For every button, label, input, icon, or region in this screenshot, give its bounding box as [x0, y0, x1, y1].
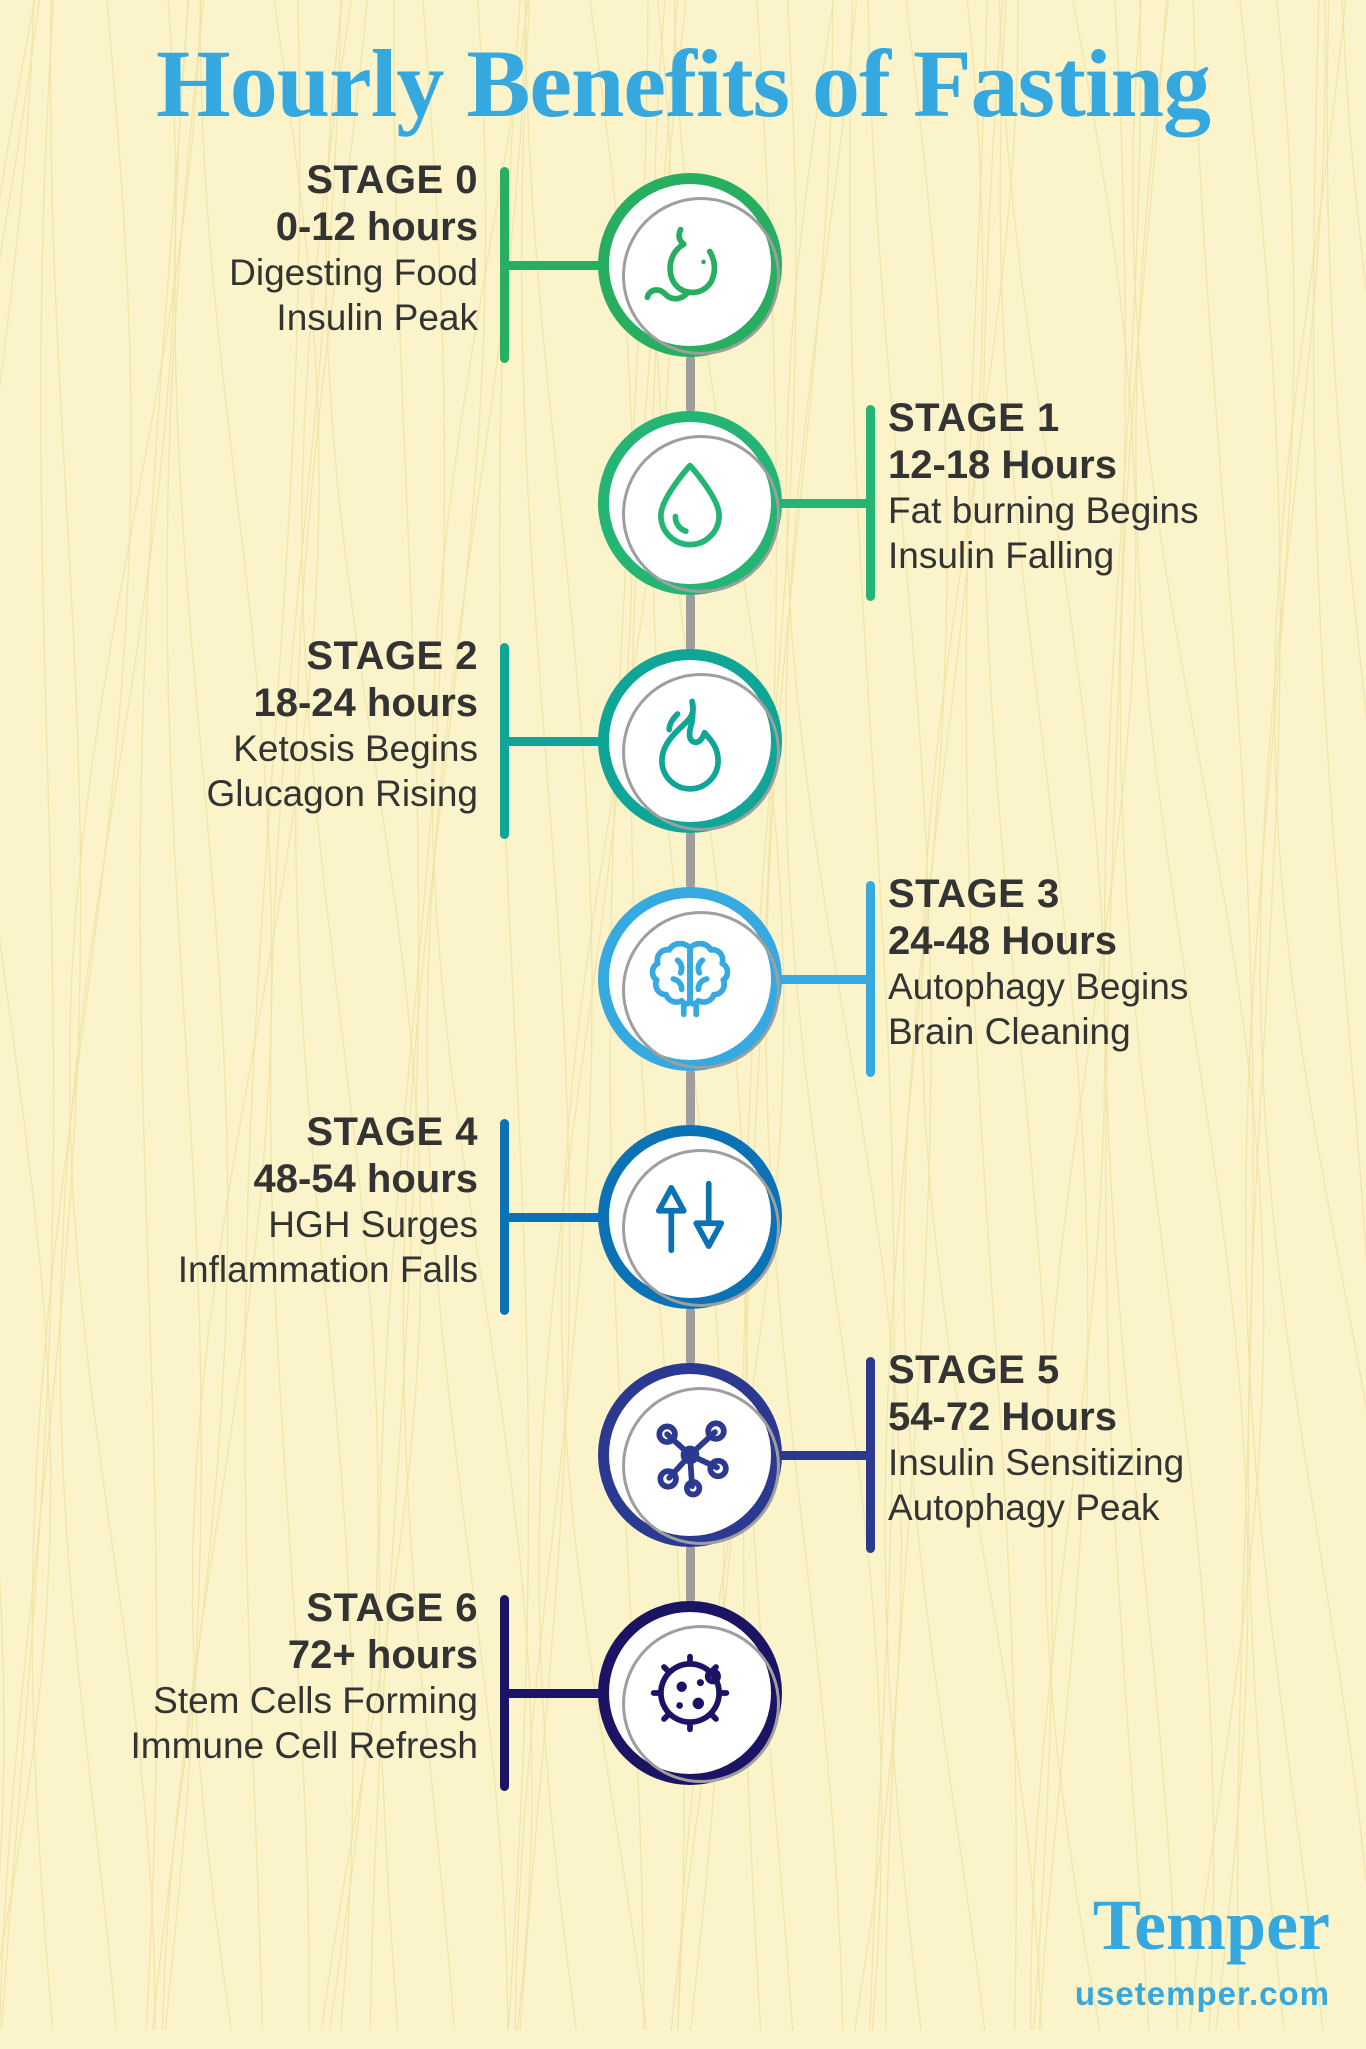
stage-label: STAGE 3 — [888, 872, 1060, 916]
stomach-icon — [644, 226, 718, 302]
flame-icon — [659, 698, 721, 792]
stage-icon-circle — [598, 411, 782, 595]
spine-segment — [686, 1069, 695, 1127]
spine-segment — [686, 1545, 695, 1603]
molecule-icon — [656, 1420, 729, 1498]
stage-detail-1: Autophagy Begins — [888, 966, 1189, 1008]
stage-detail-2: Insulin Peak — [276, 296, 478, 338]
water-drop-icon — [658, 462, 722, 548]
stage-icon-circle — [598, 649, 782, 833]
stage-detail-1: Insulin Sensitizing — [888, 1442, 1185, 1484]
stage-icon-circle — [598, 1363, 782, 1547]
stage-detail-1: Digesting Food — [229, 252, 478, 294]
page-title: Hourly Benefits of Fasting — [156, 30, 1211, 137]
stage-hours: 18-24 hours — [253, 681, 478, 726]
stem-cell-icon — [650, 1653, 730, 1733]
stage-detail-1: Ketosis Begins — [233, 728, 478, 770]
brand-name: Temper — [1092, 1885, 1330, 1965]
stage-detail-1: HGH Surges — [268, 1204, 478, 1246]
stage-label: STAGE 1 — [888, 396, 1060, 440]
stage-icon-circle — [598, 887, 782, 1071]
stage-hours: 24-48 Hours — [888, 919, 1117, 964]
stage-icon-circle — [598, 1125, 782, 1309]
brand-url[interactable]: usetemper.com — [1074, 1975, 1330, 2012]
stage-label: STAGE 5 — [888, 1348, 1060, 1392]
stage-detail-2: Immune Cell Refresh — [130, 1724, 478, 1766]
stage-hours: 72+ hours — [287, 1633, 478, 1678]
stage-detail-2: Insulin Falling — [888, 534, 1115, 576]
brain-icon — [649, 940, 731, 1018]
spine-segment — [686, 831, 695, 889]
spine-segment — [686, 593, 695, 651]
stage-icon-circle — [598, 1601, 782, 1785]
stage-detail-2: Brain Cleaning — [888, 1010, 1131, 1052]
spine-segment — [686, 355, 695, 413]
spine-segment — [686, 1307, 695, 1365]
up-down-arrows-icon — [655, 1180, 725, 1254]
stage-hours: 54-72 Hours — [888, 1395, 1117, 1440]
stage-detail-2: Glucagon Rising — [206, 772, 478, 814]
stage-hours: 0-12 hours — [275, 205, 478, 250]
stage-hours: 48-54 hours — [253, 1157, 478, 1202]
stage-hours: 12-18 Hours — [888, 443, 1117, 488]
stage-detail-1: Stem Cells Forming — [153, 1680, 478, 1722]
stage-label: STAGE 0 — [306, 158, 478, 202]
stage-label: STAGE 4 — [306, 1110, 478, 1154]
stage-detail-2: Autophagy Peak — [888, 1486, 1160, 1528]
stage-icon-circle — [598, 173, 782, 357]
stage-label: STAGE 2 — [306, 634, 478, 678]
stage-detail-1: Fat burning Begins — [888, 490, 1199, 532]
stage-detail-2: Inflammation Falls — [177, 1248, 478, 1290]
stage-label: STAGE 6 — [306, 1586, 478, 1630]
